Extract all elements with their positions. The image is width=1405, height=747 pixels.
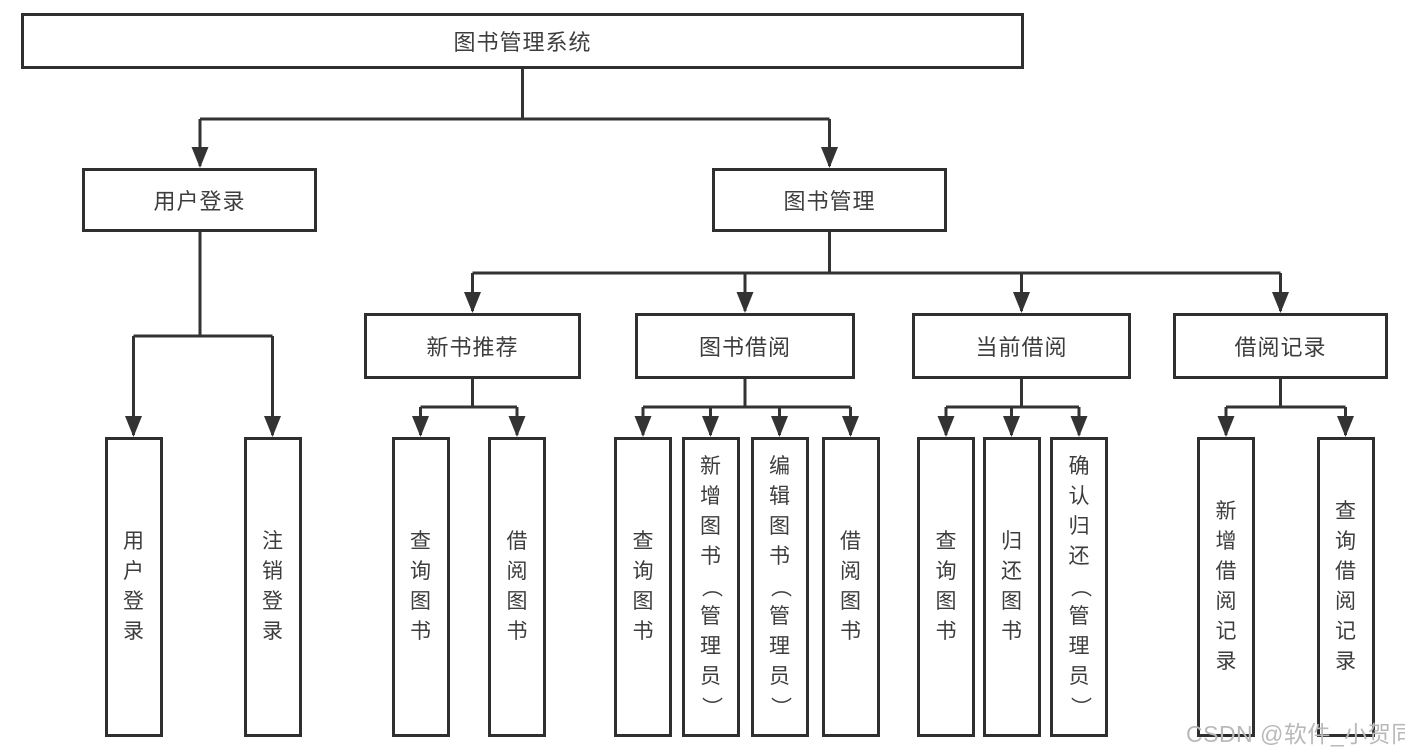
node-user-login: 用户登录 bbox=[82, 168, 317, 232]
node-root-label: 图书管理系统 bbox=[453, 30, 592, 55]
leaf-bb-borrow-book-label: 借阅图书 bbox=[840, 530, 861, 643]
leaf-cb-confirm-return: 确认归还（管理员） bbox=[1050, 437, 1108, 737]
leaf-bb-edit-book: 编辑图书（管理员） bbox=[750, 437, 809, 737]
leaf-rec-borrow-book-label: 借阅图书 bbox=[506, 530, 528, 643]
csdn-watermark: CSDN @软件_小贺同学 bbox=[1186, 721, 1405, 747]
leaf-user-login: 用户登录 bbox=[104, 437, 163, 737]
leaf-bb-edit-book-label: 编辑图书（管理员） bbox=[768, 455, 792, 718]
leaf-cb-return-book: 归还图书 bbox=[982, 437, 1041, 737]
node-root: 图书管理系统 bbox=[21, 13, 1024, 69]
leaf-bb-add-book: 新增图书（管理员） bbox=[681, 437, 740, 737]
leaf-bb-add-book-label: 新增图书（管理员） bbox=[699, 455, 723, 718]
leaf-logout: 注销登录 bbox=[243, 437, 302, 737]
leaf-br-query-record: 查询借阅记录 bbox=[1316, 437, 1375, 737]
leaf-rec-query-book-label: 查询图书 bbox=[410, 530, 431, 643]
leaf-bb-query-book: 查询图书 bbox=[614, 437, 672, 737]
leaf-cb-confirm-return-label: 确认归还（管理员） bbox=[1068, 455, 1091, 718]
node-current-borrow-label: 当前借阅 bbox=[975, 335, 1068, 360]
node-borrow-record-label: 借阅记录 bbox=[1234, 335, 1327, 360]
node-book-borrow-label: 图书借阅 bbox=[698, 335, 791, 360]
leaf-cb-return-book-label: 归还图书 bbox=[1001, 530, 1022, 643]
leaf-cb-query-book: 查询图书 bbox=[917, 437, 975, 737]
node-current-borrow: 当前借阅 bbox=[912, 313, 1131, 379]
leaf-rec-borrow-book: 借阅图书 bbox=[488, 437, 546, 737]
node-book-borrow: 图书借阅 bbox=[635, 313, 855, 379]
node-borrow-record: 借阅记录 bbox=[1173, 313, 1388, 379]
leaf-cb-query-book-label: 查询图书 bbox=[935, 530, 957, 643]
leaf-br-add-record-label: 新增借阅记录 bbox=[1215, 500, 1237, 673]
node-user-login-label: 用户登录 bbox=[153, 189, 246, 214]
leaf-bb-query-book-label: 查询图书 bbox=[632, 530, 654, 643]
leaf-bb-borrow-book: 借阅图书 bbox=[821, 437, 880, 737]
leaf-rec-query-book: 查询图书 bbox=[391, 437, 450, 737]
node-new-book-rec: 新书推荐 bbox=[364, 313, 581, 379]
leaf-br-add-record: 新增借阅记录 bbox=[1197, 437, 1255, 737]
leaf-user-login-label: 用户登录 bbox=[123, 530, 144, 643]
leaf-logout-label: 注销登录 bbox=[262, 530, 283, 643]
node-new-book-rec-label: 新书推荐 bbox=[426, 335, 519, 360]
leaf-br-query-record-label: 查询借阅记录 bbox=[1335, 500, 1356, 673]
node-book-mgmt: 图书管理 bbox=[712, 168, 947, 232]
node-book-mgmt-label: 图书管理 bbox=[783, 189, 876, 214]
